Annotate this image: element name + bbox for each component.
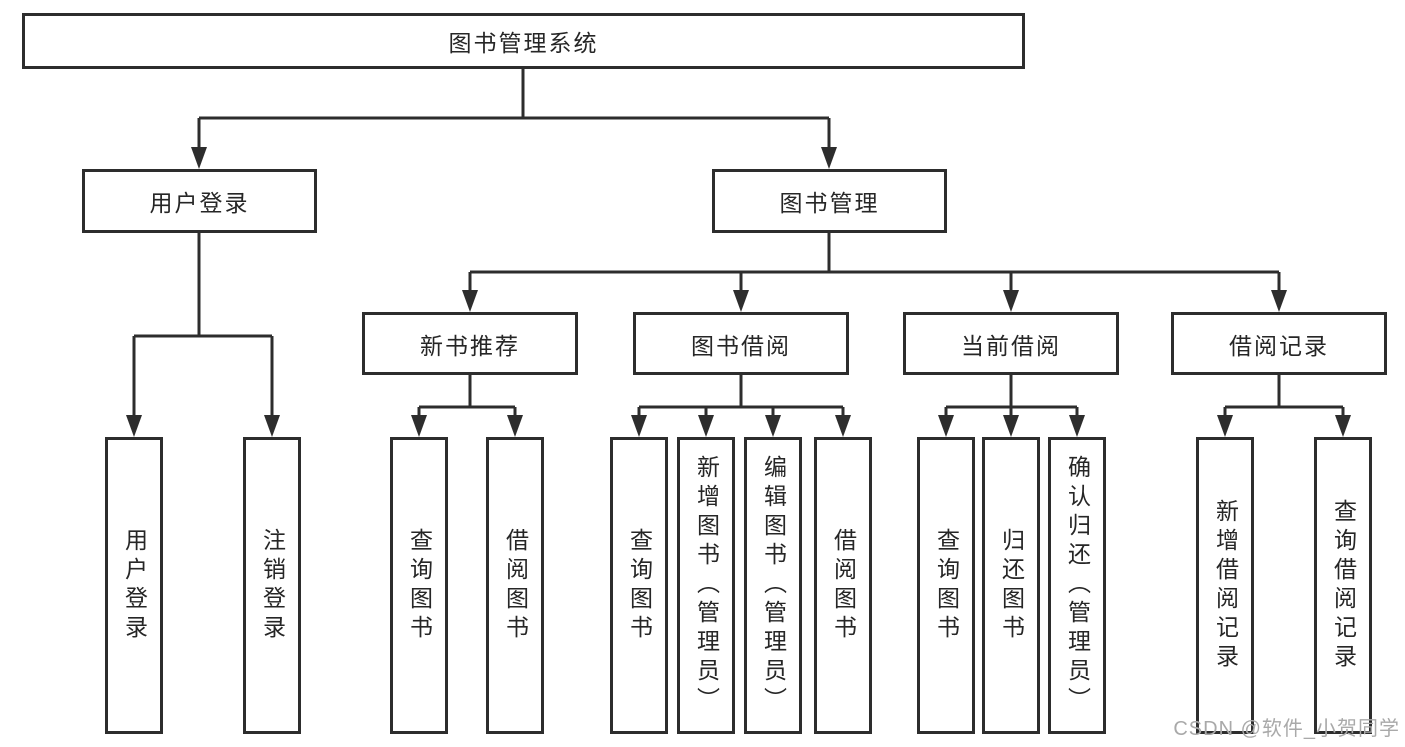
leaf-add-book-admin: 新增图书（管理员） <box>677 437 735 734</box>
leaf-edit-book-admin: 编辑图书（管理员） <box>744 437 802 734</box>
node-library-management-system: 图书管理系统 <box>22 13 1025 69</box>
leaf-query-book-recommend: 查询图书 <box>390 437 448 734</box>
leaf-query-borrow-record: 查询借阅记录 <box>1314 437 1372 734</box>
leaf-return-book: 归还图书 <box>982 437 1040 734</box>
node-new-book-recommendation: 新书推荐 <box>362 312 578 375</box>
node-borrowing-records: 借阅记录 <box>1171 312 1387 375</box>
leaf-borrow-book: 借阅图书 <box>814 437 872 734</box>
node-current-borrowing: 当前借阅 <box>903 312 1119 375</box>
leaf-query-book-borrowing: 查询图书 <box>610 437 668 734</box>
leaf-borrow-book-recommend: 借阅图书 <box>486 437 544 734</box>
leaf-confirm-return-admin: 确认归还（管理员） <box>1048 437 1106 734</box>
leaf-add-borrow-record: 新增借阅记录 <box>1196 437 1254 734</box>
node-user-login: 用户登录 <box>82 169 317 233</box>
node-book-management: 图书管理 <box>712 169 947 233</box>
leaf-logout: 注销登录 <box>243 437 301 734</box>
connector-paths <box>132 69 1345 420</box>
arrowheads <box>126 147 1351 437</box>
leaf-query-book-current: 查询图书 <box>917 437 975 734</box>
node-book-borrowing: 图书借阅 <box>633 312 849 375</box>
leaf-user-login: 用户登录 <box>105 437 163 734</box>
